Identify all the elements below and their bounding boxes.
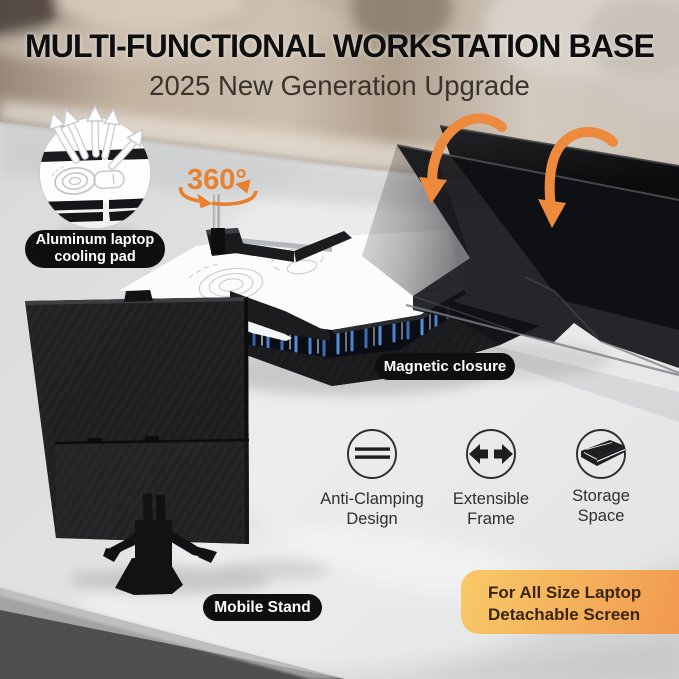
svg-text:360°: 360° [187,164,247,196]
